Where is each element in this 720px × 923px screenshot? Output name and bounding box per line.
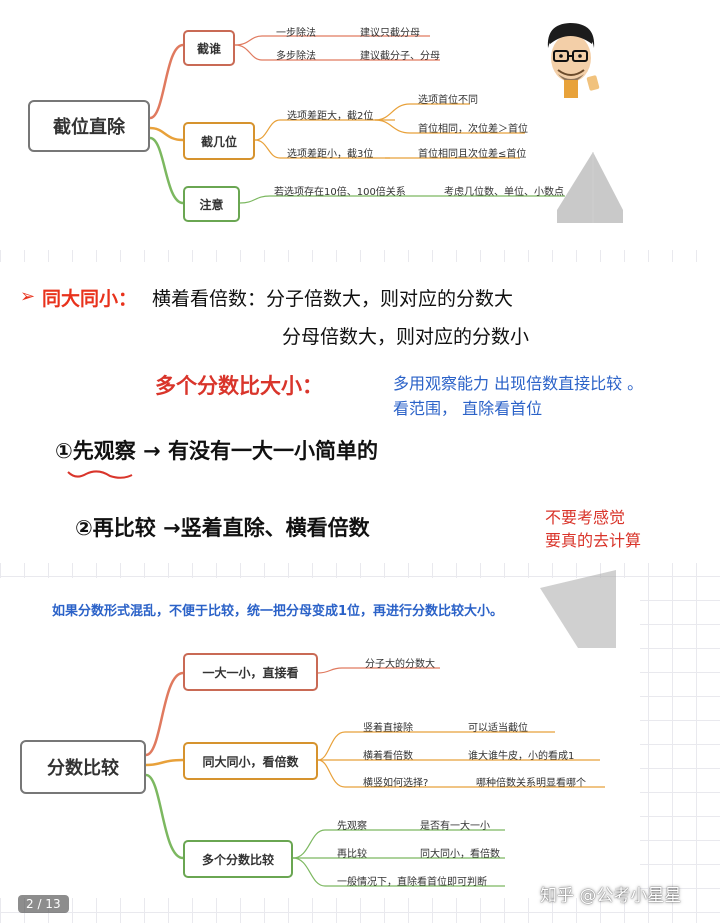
watermark-text: 知乎 @公考小星星 <box>540 886 682 906</box>
mindmap-1-root-label: 截位直除 <box>53 117 125 138</box>
leaf-text: 建议只截分母 <box>360 28 420 39</box>
leaf-text: 一步除法 <box>276 28 316 39</box>
leaf-text: 首位相同，次位差＞首位 <box>418 124 528 135</box>
leaf-text: 再比较 <box>337 849 367 860</box>
branch-multiple-fractions: 多个分数比较 <box>183 840 293 878</box>
mindmap-panel-2 <box>0 578 640 898</box>
leaf-text: 是否有一大一小 <box>420 821 490 832</box>
branch-label: 同大同小，看倍数 <box>202 754 299 769</box>
branch-label: 多个分数比较 <box>201 852 274 867</box>
leaf-text: 先观察 <box>337 821 367 832</box>
leaf-text: 竖着直接除 <box>363 723 413 734</box>
leaf-text: 多步除法 <box>276 51 316 62</box>
rule1-title: 同大同小： <box>42 288 138 310</box>
blue-note: 如果分数形式混乱，不便于比较，统一把分母变成1位，再进行分数比较大小。 <box>52 604 504 619</box>
leaf-text: 建议截分子、分母 <box>360 51 440 62</box>
side-note-line2: 要真的去计算 <box>545 531 642 550</box>
leaf-text: 首位相同且次位差≤首位 <box>418 149 527 160</box>
leaf-text: 横竖如何选择? <box>363 778 429 789</box>
leaf-text: 分子大的分数大 <box>365 659 435 670</box>
teacher-avatar-icon <box>547 23 600 98</box>
multi-tip-line1: 多用观察能力 出现倍数直接比较 。 <box>393 374 644 393</box>
branch-label: 注意 <box>199 197 224 212</box>
leaf-text: 同大同小，看倍数 <box>420 849 500 860</box>
rule1-line1: 横着看倍数：分子倍数大，则对应的分数大 <box>152 288 514 310</box>
handwritten-underline <box>67 470 133 479</box>
mindmap-panel-1: 截位直除 截谁 截几位 注意 一步除法 建议只截分母 多步除法 建议截分子、分母… <box>0 0 720 250</box>
branch-jie-ji-wei: 截几位 <box>183 122 255 160</box>
rule1-line2: 分母倍数大，则对应的分数小 <box>282 326 530 348</box>
leaf-text: 谁大谁牛皮，小的看成1 <box>468 751 575 762</box>
step2-text: ②再比较 →竖着直除、横看倍数 <box>75 516 370 540</box>
leaf-text: 横着看倍数 <box>363 751 413 762</box>
leaf-text: 可以适当截位 <box>468 723 528 734</box>
page-indicator: 2 / 13 <box>18 895 69 913</box>
page-indicator-text: 2 / 13 <box>26 897 61 911</box>
step1-text: ①先观察 → 有没有一大一小简单的 <box>55 439 378 463</box>
branch-same-big-same-small: 同大同小，看倍数 <box>183 742 318 780</box>
multi-title: 多个分数比大小： <box>155 374 323 398</box>
leaf-text: 一般情况下，直除看首位即可判断 <box>337 877 487 888</box>
leaf-text: 选项差距小，截3位 <box>287 149 374 160</box>
leaf-text: 选项差距大，截2位 <box>287 111 374 122</box>
scan-corner-shape-2 <box>540 570 616 648</box>
rule1-marker-icon: ➢ <box>20 286 36 307</box>
leaf-text: 选项首位不同 <box>418 95 478 106</box>
multi-tip-line2: 看范围， 直除看首位 <box>393 399 543 418</box>
leaf-text: 若选项存在10倍、100倍关系 <box>274 187 406 198</box>
rule-panel <box>0 262 720 358</box>
mindmap-2-root: 分数比较 <box>20 740 146 794</box>
branch-label: 一大一小，直接看 <box>202 665 299 680</box>
multi-fraction-panel <box>0 358 720 563</box>
branch-zhu-yi: 注意 <box>183 186 240 222</box>
branch-jie-shui: 截谁 <box>183 30 235 66</box>
branch-label: 截谁 <box>196 41 221 56</box>
side-note-line1: 不要考感觉 <box>545 508 626 527</box>
mindmap-1-root: 截位直除 <box>28 100 150 152</box>
mindmap-2-root-label: 分数比较 <box>47 758 119 779</box>
leaf-text: 考虑几位数、单位、小数点 <box>444 187 564 198</box>
mindmap-1-connectors <box>149 35 565 205</box>
leaf-text: 哪种倍数关系明显看哪个 <box>476 778 586 789</box>
branch-label: 截几位 <box>200 134 237 149</box>
scan-corner-shape <box>557 152 623 223</box>
branch-one-big-one-small: 一大一小，直接看 <box>183 653 318 691</box>
